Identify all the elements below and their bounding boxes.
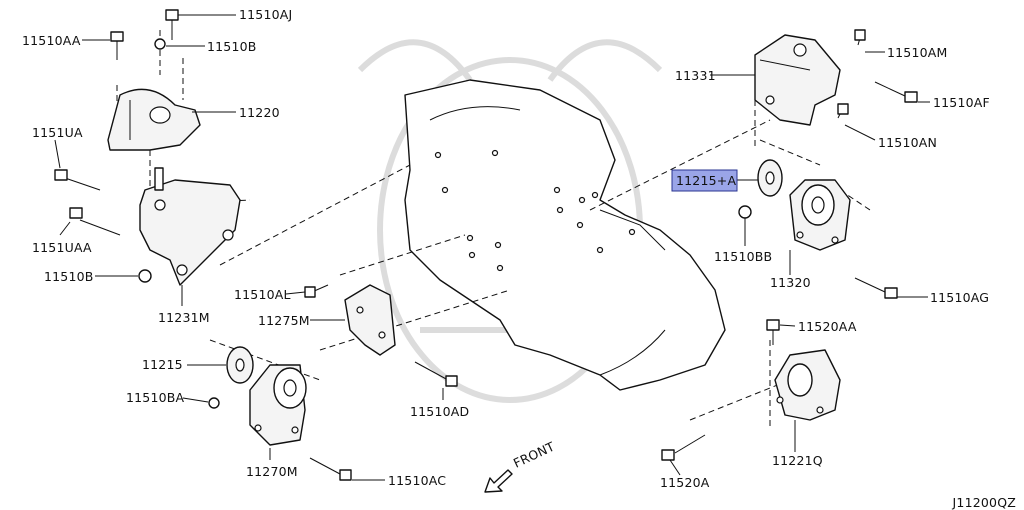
selected-part-highlight bbox=[671, 169, 738, 192]
label-11220[interactable]: 11220 bbox=[239, 105, 280, 120]
part-11220-bracket bbox=[107, 88, 201, 151]
part-11331-bracket bbox=[754, 34, 841, 126]
label-11510AA[interactable]: 11510AA bbox=[22, 33, 81, 48]
front-direction-indicator: FRONT bbox=[484, 439, 557, 493]
label-11510AF[interactable]: 11510AF bbox=[933, 95, 990, 110]
label-11510BB[interactable]: 11510BB bbox=[714, 249, 772, 264]
part-labels: 11510AJ 11510AA 11510B 11220 1151UA 1151… bbox=[22, 7, 990, 490]
label-11510AN[interactable]: 11510AN bbox=[878, 135, 937, 150]
label-11331[interactable]: 11331 bbox=[675, 68, 716, 83]
leader-lines bbox=[54, 14, 930, 481]
part-11221Q-mount bbox=[774, 349, 841, 421]
label-1151UAA[interactable]: 1151UAA bbox=[32, 240, 92, 255]
label-11510B-top[interactable]: 11510B bbox=[207, 39, 257, 54]
label-1151UA[interactable]: 1151UA bbox=[32, 125, 83, 140]
diagram-id: J11200QZ bbox=[952, 495, 1016, 510]
part-11231M-bracket bbox=[139, 167, 241, 286]
label-11215[interactable]: 11215 bbox=[142, 357, 183, 372]
label-11510B-bottom[interactable]: 11510B bbox=[44, 269, 94, 284]
label-11510AM[interactable]: 11510AM bbox=[887, 45, 948, 60]
label-11320[interactable]: 11320 bbox=[770, 275, 811, 290]
label-11510AL[interactable]: 11510AL bbox=[234, 287, 291, 302]
front-label: FRONT bbox=[511, 439, 557, 471]
label-11510AC[interactable]: 11510AC bbox=[388, 473, 446, 488]
part-11270M-mount bbox=[249, 364, 307, 446]
bolts bbox=[54, 9, 918, 481]
label-11275M[interactable]: 11275M bbox=[258, 313, 310, 328]
engine-block bbox=[404, 79, 726, 391]
label-11510AJ[interactable]: 11510AJ bbox=[239, 7, 292, 22]
label-11520AA[interactable]: 11520AA bbox=[798, 319, 857, 334]
label-11221Q[interactable]: 11221Q bbox=[772, 453, 823, 468]
part-11320-mount bbox=[789, 179, 851, 251]
part-11215A-washer bbox=[757, 159, 783, 197]
label-11231M[interactable]: 11231M bbox=[158, 310, 210, 325]
label-11215A-selected[interactable]: 11215+A bbox=[676, 173, 736, 188]
label-11510AG[interactable]: 11510AG bbox=[930, 290, 989, 305]
label-11270M[interactable]: 11270M bbox=[246, 464, 298, 479]
part-11215-washer bbox=[226, 346, 254, 384]
part-11275M-bracket bbox=[344, 284, 396, 356]
label-11510BA[interactable]: 11510BA bbox=[126, 390, 185, 405]
label-11510AD[interactable]: 11510AD bbox=[410, 404, 469, 419]
label-11520A[interactable]: 11520A bbox=[660, 475, 710, 490]
